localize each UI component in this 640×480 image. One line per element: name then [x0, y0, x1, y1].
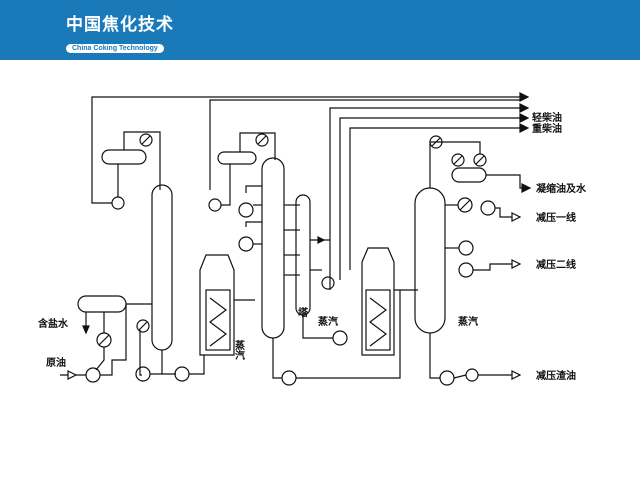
header-banner: 中国焦化技术 China Coking Technology — [0, 0, 640, 60]
label-salt-water: 含盐水 — [38, 317, 69, 330]
logo: 中国焦化技术 China Coking Technology — [66, 10, 174, 54]
main-atm-tower — [261, 157, 285, 339]
pump-icon — [332, 330, 348, 346]
condenser-icon — [255, 133, 269, 147]
pump-icon — [111, 196, 125, 210]
atm-furnace — [199, 254, 255, 356]
pump-icon — [321, 276, 335, 290]
cooler-icon — [465, 368, 479, 382]
condenser-icon — [139, 133, 153, 147]
pump-icon — [458, 240, 474, 256]
diagram-labels: 轻柴油 重柴油 凝缩油及水 减压一线 减压二线 减压渣油 含盐水 原油 蒸汽 塔… — [38, 111, 587, 382]
vac-tower — [414, 135, 532, 386]
condenser-icon — [451, 153, 465, 167]
pump-icon — [174, 366, 190, 382]
pump-icon — [281, 370, 297, 386]
desalter-section — [60, 295, 152, 383]
desalter — [77, 295, 127, 313]
label-tower: 塔 — [298, 306, 309, 319]
pump-icon — [208, 198, 222, 212]
preflash-tower — [151, 184, 173, 351]
label-condensate: 凝缩油及水 — [536, 182, 587, 195]
vacuum-tower — [414, 187, 446, 334]
logo-subtitle: China Coking Technology — [66, 44, 164, 53]
vac-furnace — [361, 247, 418, 356]
label-steam-mid: 蒸汽 — [318, 315, 338, 328]
pump-icon — [85, 367, 101, 383]
pump-icon — [238, 202, 254, 218]
label-crude-oil: 原油 — [46, 356, 66, 369]
label-steam-vac: 蒸汽 — [458, 315, 478, 328]
label-heavy-diesel: 重柴油 — [532, 122, 562, 135]
label-vac-cut1: 减压一线 — [536, 211, 576, 224]
pump-icon — [439, 370, 455, 386]
label-steam-furnace: 蒸汽 — [233, 339, 245, 361]
preflash-section — [91, 131, 205, 382]
label-vac-residue: 减压渣油 — [536, 369, 576, 382]
top-product-lines — [91, 92, 530, 290]
pump-icon — [480, 200, 496, 216]
reboiler-icon — [136, 319, 150, 333]
pump-icon — [238, 236, 254, 252]
atm-tower — [208, 132, 401, 386]
label-vac-cut2: 减压二线 — [536, 258, 576, 271]
pump-icon — [135, 366, 151, 382]
label-light-diesel: 轻柴油 — [532, 111, 562, 124]
logo-title: 中国焦化技术 — [66, 15, 174, 35]
heat-exchanger-icon — [458, 262, 474, 278]
